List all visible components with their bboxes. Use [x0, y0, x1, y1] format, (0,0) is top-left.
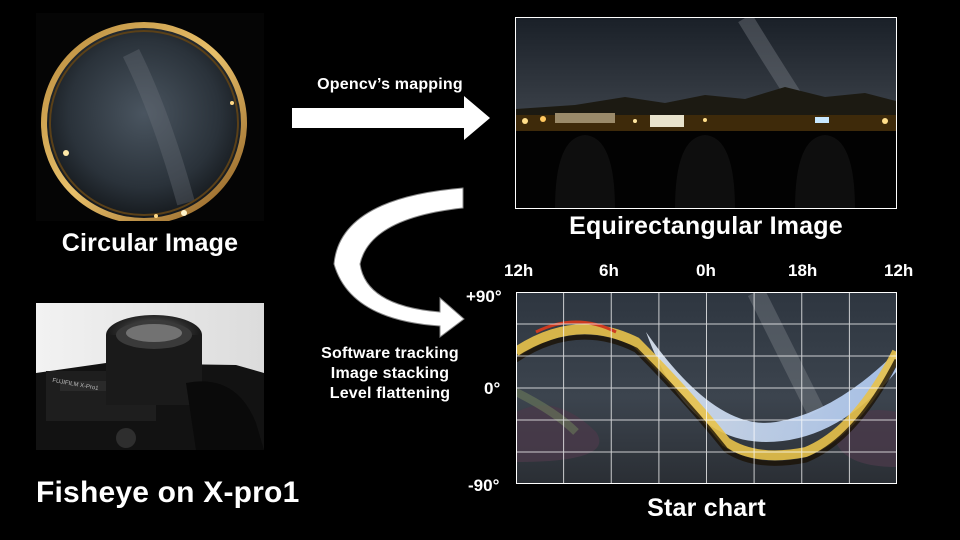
mapping-label: Opencv’s mapping — [317, 76, 463, 93]
dec-tick-minus90: -90° — [468, 476, 500, 495]
circular-image-caption: Circular Image — [61, 229, 239, 257]
processing-step-stacking: Image stacking — [330, 365, 450, 382]
ra-tick-6h: 6h — [599, 261, 619, 280]
processing-arrow — [330, 186, 470, 338]
star-chart-image — [516, 292, 897, 484]
mapping-arrow — [292, 96, 490, 141]
processing-step-flattening: Level flattening — [329, 385, 451, 402]
ra-tick-0h: 0h — [696, 261, 716, 280]
ra-tick-12h-left: 12h — [504, 261, 534, 280]
equirectangular-image — [515, 17, 897, 209]
processing-step-tracking: Software tracking — [321, 345, 459, 362]
processing-steps: Software tracking Image stacking Level f… — [300, 344, 480, 404]
camera-caption: Fisheye on X-pro1 — [36, 476, 300, 509]
ra-tick-18h: 18h — [788, 261, 818, 280]
ra-tick-12h-right: 12h — [884, 261, 914, 280]
camera-photo — [36, 303, 264, 450]
dec-tick-plus90: +90° — [466, 287, 502, 306]
circular-image — [36, 13, 264, 221]
star-chart-caption: Star chart — [647, 494, 766, 522]
equirectangular-image-caption: Equirectangular Image — [569, 212, 843, 240]
dec-tick-0: 0° — [484, 379, 501, 398]
